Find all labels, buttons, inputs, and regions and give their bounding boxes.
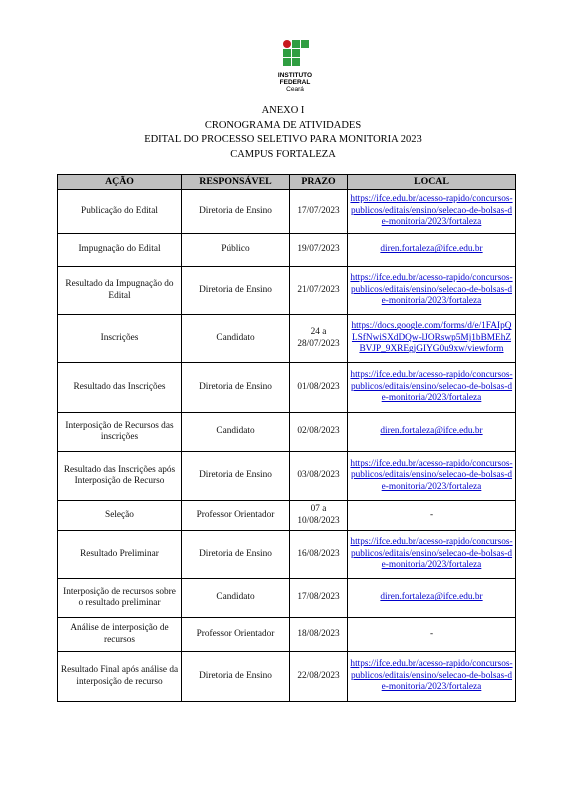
row-prazo: 17/08/2023 xyxy=(289,578,348,618)
row-acao: Interposição de Recursos das inscrições xyxy=(57,412,182,452)
row-acao: Resultado das Inscrições após Interposiç… xyxy=(57,451,182,501)
row-acao: Interposição de recursos sobre o resulta… xyxy=(57,578,182,618)
row-responsavel: Professor Orientador xyxy=(181,617,290,652)
logo-line-2: FEDERAL xyxy=(279,79,311,86)
row-responsavel: Professor Orientador xyxy=(181,500,290,531)
row-responsavel: Diretoria de Ensino xyxy=(181,189,290,234)
header-prazo: PRAZO xyxy=(289,174,348,190)
row-prazo: 01/08/2023 xyxy=(289,362,348,413)
row-responsavel: Diretoria de Ensino xyxy=(181,651,290,702)
row-prazo: 17/07/2023 xyxy=(289,189,348,234)
logo-line-3: Ceará xyxy=(286,86,304,93)
row-acao: Análise de interposição de recursos xyxy=(57,617,182,652)
row-local-link[interactable]: diren.fortaleza@ifce.edu.br xyxy=(347,578,516,618)
row-prazo: 16/08/2023 xyxy=(289,530,348,579)
row-local-link[interactable]: https://ifce.edu.br/acesso-rapido/concur… xyxy=(347,189,516,234)
logo-text: INSTITUTO FEDERAL Ceará xyxy=(272,72,318,93)
row-prazo: 24 a 28/07/2023 xyxy=(289,314,348,363)
annex-title: ANEXO I xyxy=(261,105,305,116)
row-responsavel: Candidato xyxy=(181,578,290,618)
row-prazo: 03/08/2023 xyxy=(289,451,348,501)
row-responsavel: Candidato xyxy=(181,412,290,452)
row-acao: Inscrições xyxy=(57,314,182,363)
row-acao: Resultado das Inscrições xyxy=(57,362,182,413)
logo-square xyxy=(301,40,309,48)
header-local: LOCAL xyxy=(347,174,516,190)
row-prazo: 19/07/2023 xyxy=(289,233,348,267)
row-acao: Impugnação do Edital xyxy=(57,233,182,267)
logo-square xyxy=(292,40,300,48)
row-responsavel: Público xyxy=(181,233,290,267)
row-local-link[interactable]: https://ifce.edu.br/acesso-rapido/concur… xyxy=(347,530,516,579)
row-local-link[interactable]: https://ifce.edu.br/acesso-rapido/concur… xyxy=(347,266,516,315)
logo-square xyxy=(292,58,300,66)
row-acao: Resultado Preliminar xyxy=(57,530,182,579)
row-local: - xyxy=(347,617,516,652)
row-responsavel: Diretoria de Ensino xyxy=(181,266,290,315)
row-prazo: 22/08/2023 xyxy=(289,651,348,702)
row-local-link[interactable]: https://ifce.edu.br/acesso-rapido/concur… xyxy=(347,451,516,501)
row-acao: Resultado Final após análise da interpos… xyxy=(57,651,182,702)
table-header-row: AÇÃO RESPONSÁVEL PRAZO LOCAL xyxy=(57,174,516,190)
logo-red-circle xyxy=(283,40,291,48)
table-row: Interposição de recursos sobre o resulta… xyxy=(57,578,516,618)
logo-mark-icon xyxy=(283,40,309,70)
row-responsavel: Diretoria de Ensino xyxy=(181,451,290,501)
logo-square xyxy=(283,58,291,66)
row-responsavel: Diretoria de Ensino xyxy=(181,530,290,579)
row-acao: Seleção xyxy=(57,500,182,531)
row-local-link[interactable]: diren.fortaleza@ifce.edu.br xyxy=(347,233,516,267)
edital-title: EDITAL DO PROCESSO SELETIVO PARA MONITOR… xyxy=(144,134,422,145)
row-acao: Resultado da Impugnação do Edital xyxy=(57,266,182,315)
header-responsavel: RESPONSÁVEL xyxy=(181,174,290,190)
row-acao: Publicação do Edital xyxy=(57,189,182,234)
header-acao: AÇÃO xyxy=(57,174,182,190)
schedule-title: CRONOGRAMA DE ATIVIDADES xyxy=(204,119,362,131)
document-heading: ANEXO I CRONOGRAMA DE ATIVIDADES EDITAL … xyxy=(0,104,566,162)
logo-line-1: INSTITUTO xyxy=(277,72,313,79)
row-local-link[interactable]: https://ifce.edu.br/acesso-rapido/concur… xyxy=(347,651,516,702)
row-responsavel: Diretoria de Ensino xyxy=(181,362,290,413)
logo-square xyxy=(292,49,300,57)
row-prazo: 21/07/2023 xyxy=(289,266,348,315)
row-local-link[interactable]: diren.fortaleza@ifce.edu.br xyxy=(347,412,516,452)
table-row: Resultado Final após análise da interpos… xyxy=(57,651,516,702)
row-prazo: 18/08/2023 xyxy=(289,617,348,652)
row-responsavel: Candidato xyxy=(181,314,290,363)
schedule-table: AÇÃO RESPONSÁVEL PRAZO LOCAL Publicação … xyxy=(57,174,516,702)
ifce-logo: INSTITUTO FEDERAL Ceará xyxy=(272,40,318,93)
campus-title: CAMPUS FORTALEZA xyxy=(230,148,336,160)
table-row: Resultado das Inscrições após Interposiç… xyxy=(57,451,516,501)
row-prazo: 07 a 10/08/2023 xyxy=(289,500,348,531)
logo-square xyxy=(283,49,291,57)
row-local-link[interactable]: https://docs.google.com/forms/d/e/1FAIpQ… xyxy=(347,314,516,363)
row-local: - xyxy=(347,500,516,531)
row-prazo: 02/08/2023 xyxy=(289,412,348,452)
row-local-link[interactable]: https://ifce.edu.br/acesso-rapido/concur… xyxy=(347,362,516,413)
